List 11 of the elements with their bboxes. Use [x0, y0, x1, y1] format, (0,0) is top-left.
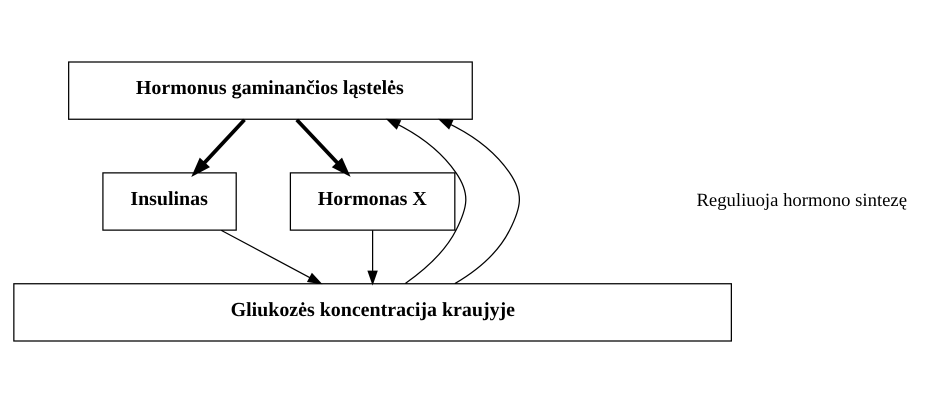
arrow	[295, 118, 351, 177]
arrow	[438, 118, 520, 284]
node-box: Insulinas	[102, 172, 237, 231]
node-box: Gliukozės koncentracija kraujyje	[13, 283, 732, 342]
node-box: Hormonus gaminančios ląstelės	[68, 61, 473, 120]
arrow	[367, 230, 378, 286]
label: Reguliuoja hormono sintezę	[696, 190, 908, 211]
arrow	[191, 118, 246, 177]
node-box: Hormonas X	[290, 172, 456, 231]
arrow	[386, 118, 466, 284]
arrow	[221, 230, 323, 284]
